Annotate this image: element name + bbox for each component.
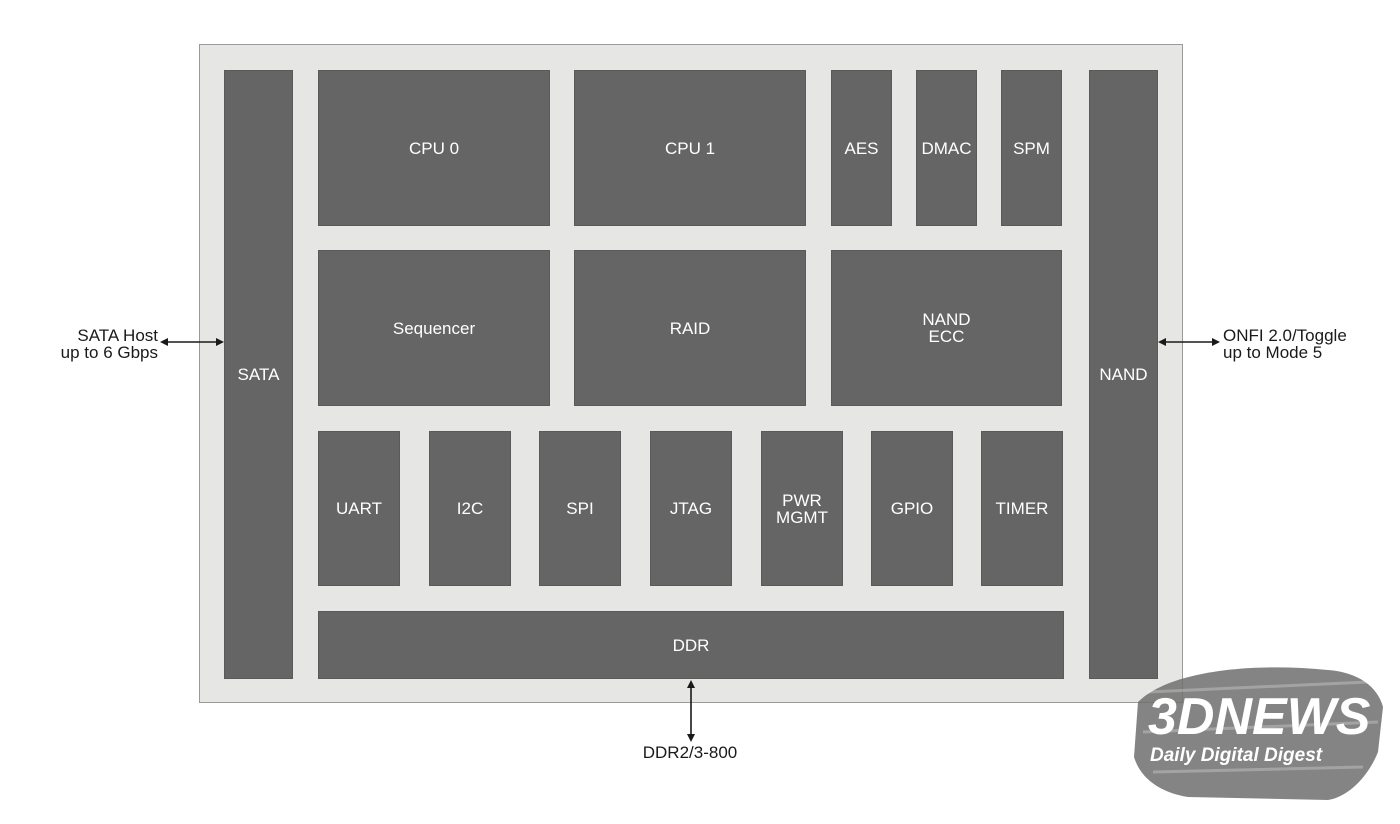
i2c-block: I2C	[429, 431, 511, 586]
aes-block: AES	[831, 70, 892, 226]
spm-block: SPM	[1001, 70, 1062, 226]
cpu0-block: CPU 0	[318, 70, 550, 226]
sata-host-arrow	[160, 338, 224, 346]
logo-tagline: Daily Digital Digest	[1150, 745, 1323, 766]
onfi-label: ONFI 2.0/Toggle up to Mode 5	[1223, 326, 1347, 362]
ddr-block: DDR	[318, 611, 1064, 679]
gpio-block: GPIO	[871, 431, 953, 586]
sata-block: SATA	[224, 70, 293, 679]
spi-block: SPI	[539, 431, 621, 586]
timer-block: TIMER	[981, 431, 1063, 586]
raid-block: RAID	[574, 250, 806, 406]
dmac-block: DMAC	[916, 70, 977, 226]
3dnews-logo: 3DNEWS Daily Digital Digest	[1134, 667, 1383, 800]
onfi-arrow	[1158, 338, 1220, 346]
jtag-block: JTAG	[650, 431, 732, 586]
nand-block: NAND	[1089, 70, 1158, 679]
sata-host-label: SATA Host up to 6 Gbps	[60, 326, 158, 362]
pwr-mgmt-block: PWR MGMT	[761, 431, 843, 586]
logo-mark: 3DNEWS	[1148, 688, 1371, 746]
sequencer-block: Sequencer	[318, 250, 550, 406]
uart-block: UART	[318, 431, 400, 586]
cpu1-block: CPU 1	[574, 70, 806, 226]
ddr-memory-arrow	[687, 680, 695, 742]
ddr-memory-label: DDR2/3-800	[642, 743, 738, 762]
nand-ecc-block: NAND ECC	[831, 250, 1062, 406]
